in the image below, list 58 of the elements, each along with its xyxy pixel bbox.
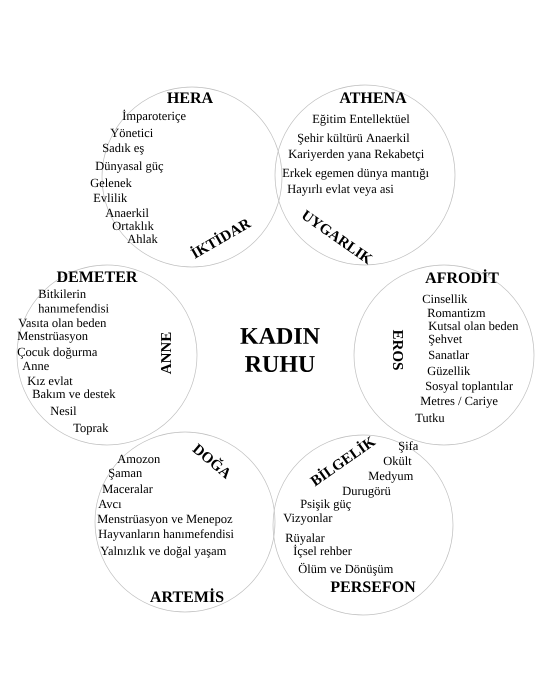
- list-item: İçsel rehber: [294, 544, 352, 558]
- heading: PERSEFON: [330, 581, 416, 592]
- circle: [274, 84, 456, 266]
- list-item: İmparoteriçe: [122, 110, 186, 123]
- center-title: KADIN RUHU: [240, 328, 320, 372]
- list-item: Toprak: [73, 423, 108, 435]
- list-item: Nesil: [50, 406, 76, 416]
- list-item: Yönetici: [110, 128, 153, 138]
- list-item: Ortaklık: [112, 221, 154, 230]
- list-item: Bitkilerin hanımefendisi: [38, 289, 109, 313]
- list-item: Vizyonlar: [283, 513, 332, 525]
- list-item: Maceralar: [102, 484, 153, 494]
- list-item: Kız evlat: [28, 376, 73, 386]
- overlap-label: ANNE: [161, 332, 171, 374]
- circle: [272, 434, 454, 616]
- list-item: Sadık eş: [103, 143, 144, 155]
- list-item: Evlilik: [94, 193, 128, 202]
- list-item: Bakım ve destek: [32, 389, 116, 398]
- list-item: Romantizm: [428, 308, 486, 318]
- list-item: Dünyasal güç: [96, 161, 164, 173]
- list-item: Ölüm ve Dönüşüm: [298, 562, 394, 576]
- list-item: Avcı: [98, 500, 122, 508]
- list-item: Anaerkil: [105, 208, 149, 218]
- list-item: Şaman: [109, 468, 142, 480]
- list-item: Erkek egemen dünya mantığı: [282, 168, 429, 180]
- list-item: Menstrüasyon ve Menepoz: [98, 514, 232, 526]
- list-item: Hayvanların hanımefendisi: [98, 529, 234, 541]
- heading: ARTEMİS: [150, 588, 224, 602]
- list-item: Şehvet: [429, 334, 462, 346]
- heading: ATHENA: [340, 92, 407, 103]
- list-item: Rüyalar: [286, 533, 325, 545]
- list-item: Çocuk doğurma: [18, 347, 98, 359]
- list-item: Şifa: [399, 441, 418, 453]
- list-item: Yalnızlık ve doğal yaşam: [100, 546, 226, 558]
- list-item: Okült: [384, 456, 412, 466]
- list-item: Menstrüasyon: [18, 332, 88, 343]
- list-item: Güzellik: [428, 366, 470, 376]
- list-item: Sanatlar: [429, 350, 470, 360]
- list-item: Anne: [22, 362, 49, 370]
- list-item: Durugörü: [342, 486, 391, 498]
- list-item: Şehir kültürü Anaerkil: [298, 133, 410, 145]
- list-item: Cinsellik: [422, 294, 468, 304]
- list-item: Gelenek: [90, 178, 132, 188]
- list-item: Amozon: [117, 454, 160, 464]
- list-item: Hayırlı evlat veya asi: [288, 184, 394, 196]
- list-item: Vasıta olan beden: [18, 318, 106, 328]
- list-item: Kutsal olan beden: [428, 321, 518, 330]
- heading: DEMETER: [56, 272, 138, 282]
- list-item: Eğitim Entellektüel: [312, 114, 410, 126]
- heading: AFRODİT: [425, 269, 499, 284]
- list-item: Sosyal toplantılar: [426, 381, 513, 393]
- overlap-label: EROS: [392, 330, 404, 370]
- heading: HERA: [167, 92, 213, 103]
- list-item: Metres / Cariye: [420, 396, 498, 408]
- list-item: Tutku: [415, 413, 444, 422]
- list-item: Psişik güç: [300, 499, 351, 511]
- list-item: Ahlak: [127, 234, 158, 244]
- list-item: Kariyerden yana Rekabetçi: [288, 149, 424, 161]
